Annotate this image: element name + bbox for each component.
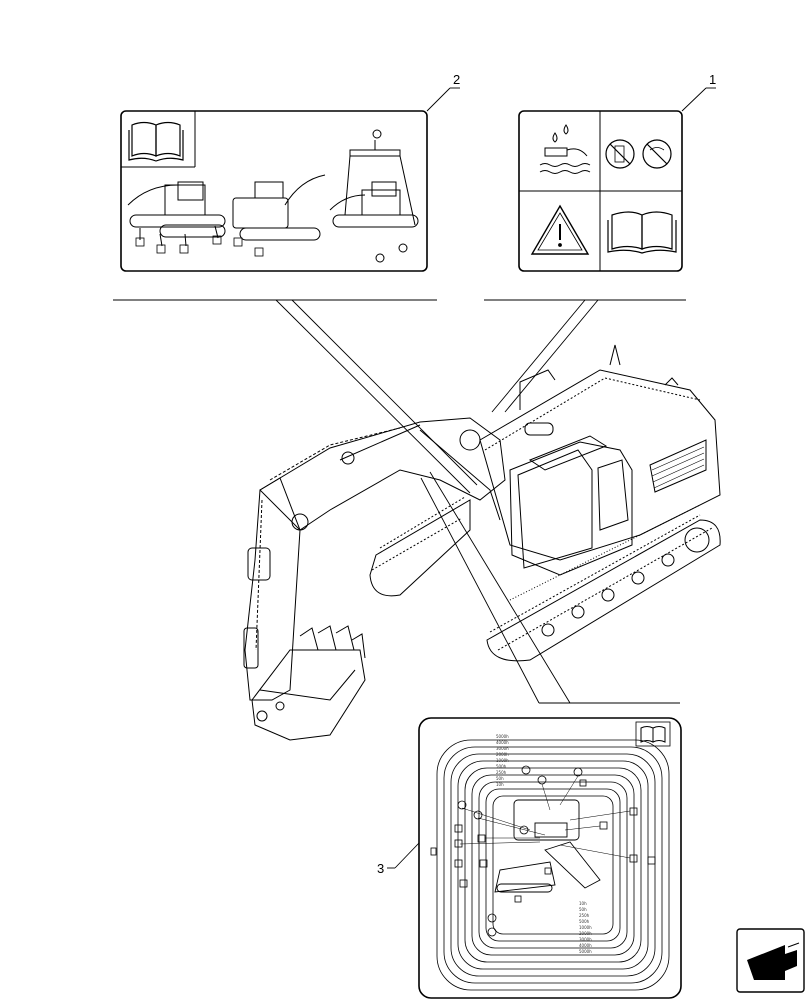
- tiedown-point-markers: [135, 235, 222, 254]
- callout-3: 3: [377, 861, 384, 876]
- callout-2: 2: [453, 72, 460, 87]
- service-point-leaders: [459, 775, 631, 859]
- boom: [259, 417, 506, 531]
- callout-1: 1: [709, 72, 716, 87]
- operator-cab: [509, 435, 633, 576]
- interval-label: 500h: [496, 764, 507, 769]
- interval-label: 10h: [496, 782, 504, 787]
- excavator-tiedown-rear-icon: [232, 174, 326, 257]
- interval-label: 3000h: [496, 746, 509, 751]
- excavator-lifting-icon: [329, 129, 419, 263]
- interval-label: 4000h: [579, 943, 592, 948]
- interval-label: 3000h: [579, 937, 592, 942]
- decal-1-safety-warnings: [518, 110, 683, 272]
- interval-label: 250h: [496, 770, 507, 775]
- interval-label: 50h: [496, 776, 504, 781]
- interval-rings: [436, 739, 670, 991]
- interval-label: 500h: [579, 919, 590, 924]
- arm: [243, 477, 301, 701]
- next-page-arrow-icon[interactable]: [736, 928, 805, 993]
- interval-labels-top: 5000h 4000h 3000h 2000h 1000h 500h 250h …: [496, 734, 509, 787]
- interval-label: 50h: [579, 907, 587, 912]
- manual-book-icon: [640, 726, 666, 743]
- prohibition-icons: [605, 139, 672, 169]
- excavator-tiedown-front-icon: [127, 181, 226, 247]
- decal-2-lifting-tiedown: [120, 110, 428, 272]
- fluid-hazard-icon: [539, 124, 591, 174]
- mini-excavator-topview: [494, 799, 601, 893]
- interval-label: 2000h: [579, 931, 592, 936]
- interval-label: 250h: [579, 913, 590, 918]
- interval-labels-bottom: 10h 50h 250h 500h 1000h 2000h 3000h 4000…: [579, 901, 592, 954]
- callout-leaders: [387, 87, 716, 869]
- interval-label: 5000h: [496, 734, 509, 739]
- upper-structure: [479, 344, 721, 561]
- interval-label: 5000h: [579, 949, 592, 954]
- warning-triangle-icon: [530, 204, 590, 255]
- interval-label: 2000h: [496, 752, 509, 757]
- manual-book-icon: [128, 121, 184, 162]
- interval-label: 1000h: [579, 925, 592, 930]
- excavator-illustration: [243, 344, 721, 741]
- bucket: [251, 625, 366, 741]
- manual-book-icon: [607, 211, 677, 254]
- interval-label: 10h: [579, 901, 587, 906]
- decal-3-service-chart: [418, 717, 682, 999]
- pointer-lines: [113, 299, 686, 704]
- service-point-markers: [430, 765, 656, 937]
- interval-label: 4000h: [496, 740, 509, 745]
- interval-label: 1000h: [496, 758, 509, 763]
